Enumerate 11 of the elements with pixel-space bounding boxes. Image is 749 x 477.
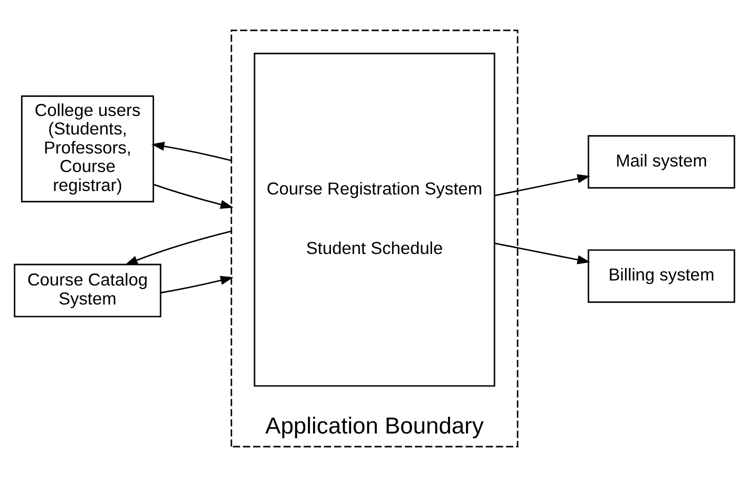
node-box: Course Registration System Student Schedule [254,52,496,387]
arrow [151,142,232,162]
arrow [494,242,590,264]
arrow [160,276,234,294]
arrow [124,230,232,266]
node-box: College users (Students, Professors, Course registrar) [21,95,154,202]
node-box: Course Catalog System [14,264,162,318]
node-box: Billing system [588,249,736,303]
arrow [494,174,590,196]
arrow [153,184,234,209]
node-box: Mail system [588,135,736,189]
